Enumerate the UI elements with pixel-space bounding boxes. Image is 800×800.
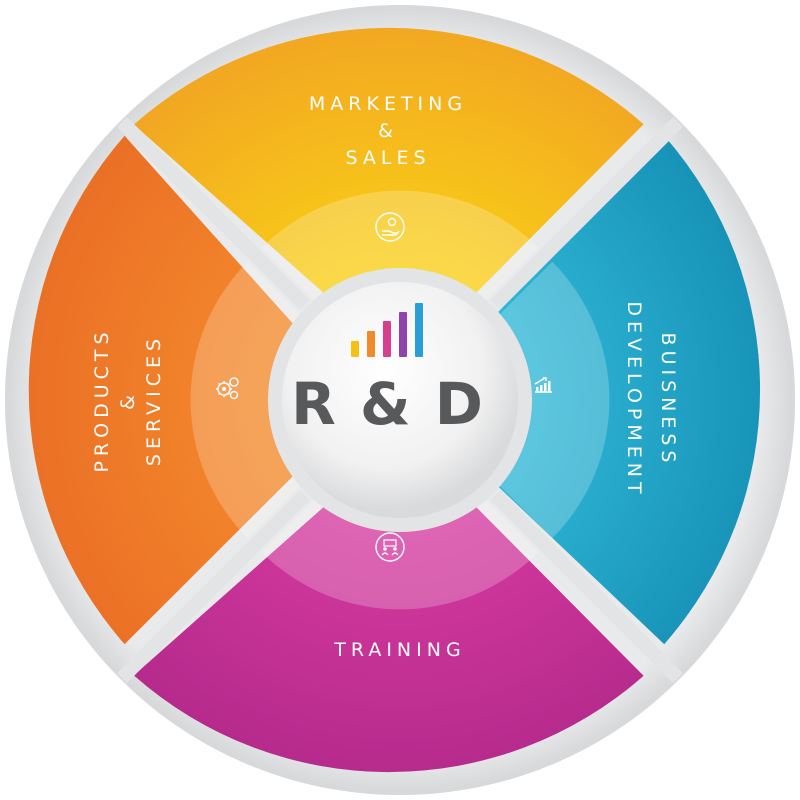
segment-dividers (117, 117, 683, 683)
label-business-development: BUISNESS DEVELOPMENT (623, 301, 679, 498)
top-line-1: MARKETING (309, 93, 467, 115)
top-line-2: & (378, 120, 398, 142)
bar-chart-icon-bar (383, 321, 391, 357)
segment-products-services[interactable] (28, 135, 295, 645)
outer-ring-edge (6, 6, 794, 794)
inner-highlight-rings (190, 190, 610, 610)
label-marketing-sales: MARKETING & SALES (309, 93, 467, 169)
right-line-1: BUISNESS (657, 333, 679, 468)
growth-chart-icon (534, 377, 552, 393)
presentation-icon (375, 532, 405, 562)
left-line-1: PRODUCTS (91, 327, 113, 472)
center-disc[interactable] (282, 282, 518, 518)
label-products-services: PRODUCTS & SERVICES (91, 327, 165, 472)
left-line-2: & (117, 390, 139, 410)
top-line-3: SALES (345, 147, 430, 169)
segment-training[interactable] (133, 505, 644, 773)
segment-marketing-sales[interactable] (133, 27, 644, 295)
right-line-2: DEVELOPMENT (623, 301, 645, 498)
bar-chart-icon-bar (351, 341, 359, 357)
bar-chart-icon (351, 303, 423, 357)
bar-chart-icon-bar (399, 312, 407, 357)
bar-chart-icon-bar (415, 303, 423, 357)
gears-icon (216, 377, 239, 400)
bottom-line-1: TRAINING (333, 639, 465, 661)
segment-business-development[interactable] (485, 135, 761, 645)
bar-chart-icon-bar (367, 331, 375, 357)
left-line-3: SERVICES (143, 334, 165, 466)
label-training: TRAINING (333, 639, 465, 661)
center-title: R & D (291, 370, 485, 438)
hand-coin-icon (375, 212, 405, 242)
